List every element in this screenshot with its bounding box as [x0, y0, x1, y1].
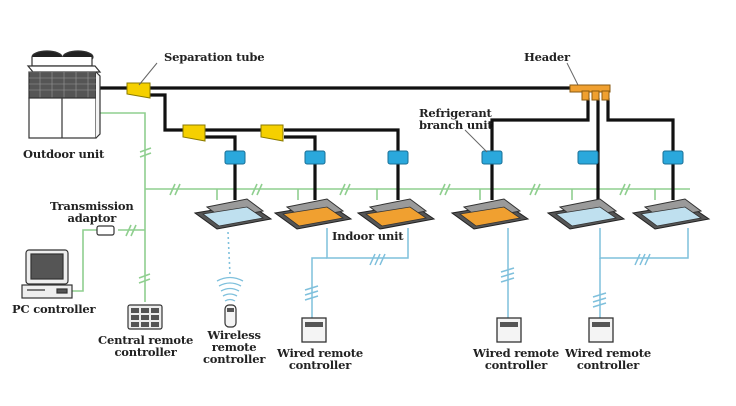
header-pointer: [566, 62, 579, 86]
header-icon: [569, 84, 611, 101]
branch-unit-icon: [304, 150, 326, 165]
label-line: branch unit: [419, 118, 493, 132]
label-line: Wireless: [207, 328, 261, 342]
wireless-remote-controller-icon: [216, 231, 244, 328]
central-remote-controller-label: Central remote controller: [98, 334, 193, 358]
separation-tube-icon: [260, 124, 284, 142]
label-line: Wired remote: [565, 346, 651, 360]
label-line: Central remote: [98, 333, 194, 347]
central-remote-controller-icon: [127, 304, 163, 330]
branch-unit-icon: [387, 150, 409, 165]
branch-unit-icon: [224, 150, 246, 165]
separation-tubes: [126, 82, 284, 142]
outdoor-unit-icon: [26, 50, 102, 139]
wired-remote-controller-label: Wired remote controller: [473, 347, 559, 371]
wireless-remote-controller-label: Wireless remote controller: [203, 329, 265, 365]
branch-unit-pointer: [464, 129, 488, 153]
label-line: controller: [484, 358, 548, 372]
wired-remote-controller-icon: [301, 317, 327, 343]
branch-unit-icon: [481, 150, 503, 165]
refrigerant-branch-unit-label: Refrigerant branch unit: [419, 106, 493, 132]
pc-controller-icon: [21, 249, 73, 299]
separation-tube-label: Separation tube: [164, 50, 265, 64]
label-line: Wired remote: [473, 346, 559, 360]
separation-tube-icon: [126, 82, 151, 99]
indoor-unit-icon: [546, 198, 626, 230]
label-line: Refrigerant: [419, 106, 492, 120]
header-label: Header: [524, 50, 570, 64]
label-line: controller: [203, 352, 266, 366]
branch-unit-icon: [577, 150, 599, 165]
wireless-signal-icon: [216, 276, 244, 302]
outdoor-unit-label: Outdoor unit: [23, 147, 105, 161]
indoor-unit-label: Indoor unit: [332, 229, 404, 243]
remote-wiring: [304, 228, 689, 318]
separation-tube-icon: [182, 124, 206, 142]
refrigerant-pipes: [100, 86, 675, 200]
transmission-adaptor-label: Transmission adaptor: [50, 200, 134, 224]
label-line: adaptor: [67, 211, 117, 225]
transmission-adaptor-icon: [96, 225, 115, 236]
label-line: Wired remote: [277, 346, 363, 360]
wired-remote-controller-label: Wired remote controller: [277, 347, 363, 371]
indoor-unit-icon: [193, 198, 273, 230]
indoor-unit-icon: [273, 198, 353, 230]
wired-remote-controller-icon: [588, 317, 614, 343]
pc-controller-label: PC controller: [12, 302, 96, 316]
label-line: remote: [211, 340, 257, 354]
label-line: controller: [288, 358, 352, 372]
branch-unit-icon: [662, 150, 684, 165]
wired-remote-controller-label: Wired remote controller: [565, 347, 651, 371]
branch-units: [224, 150, 684, 165]
wired-remote-controller-icon: [496, 317, 522, 343]
label-line: Transmission: [50, 199, 134, 213]
label-line: controller: [576, 358, 640, 372]
indoor-unit-icon: [450, 198, 530, 230]
indoor-unit-icon: [631, 198, 711, 230]
indoor-units: [193, 198, 711, 230]
indoor-unit-icon: [356, 198, 436, 230]
separation-tube-pointer: [138, 62, 158, 86]
label-line: controller: [114, 345, 177, 359]
